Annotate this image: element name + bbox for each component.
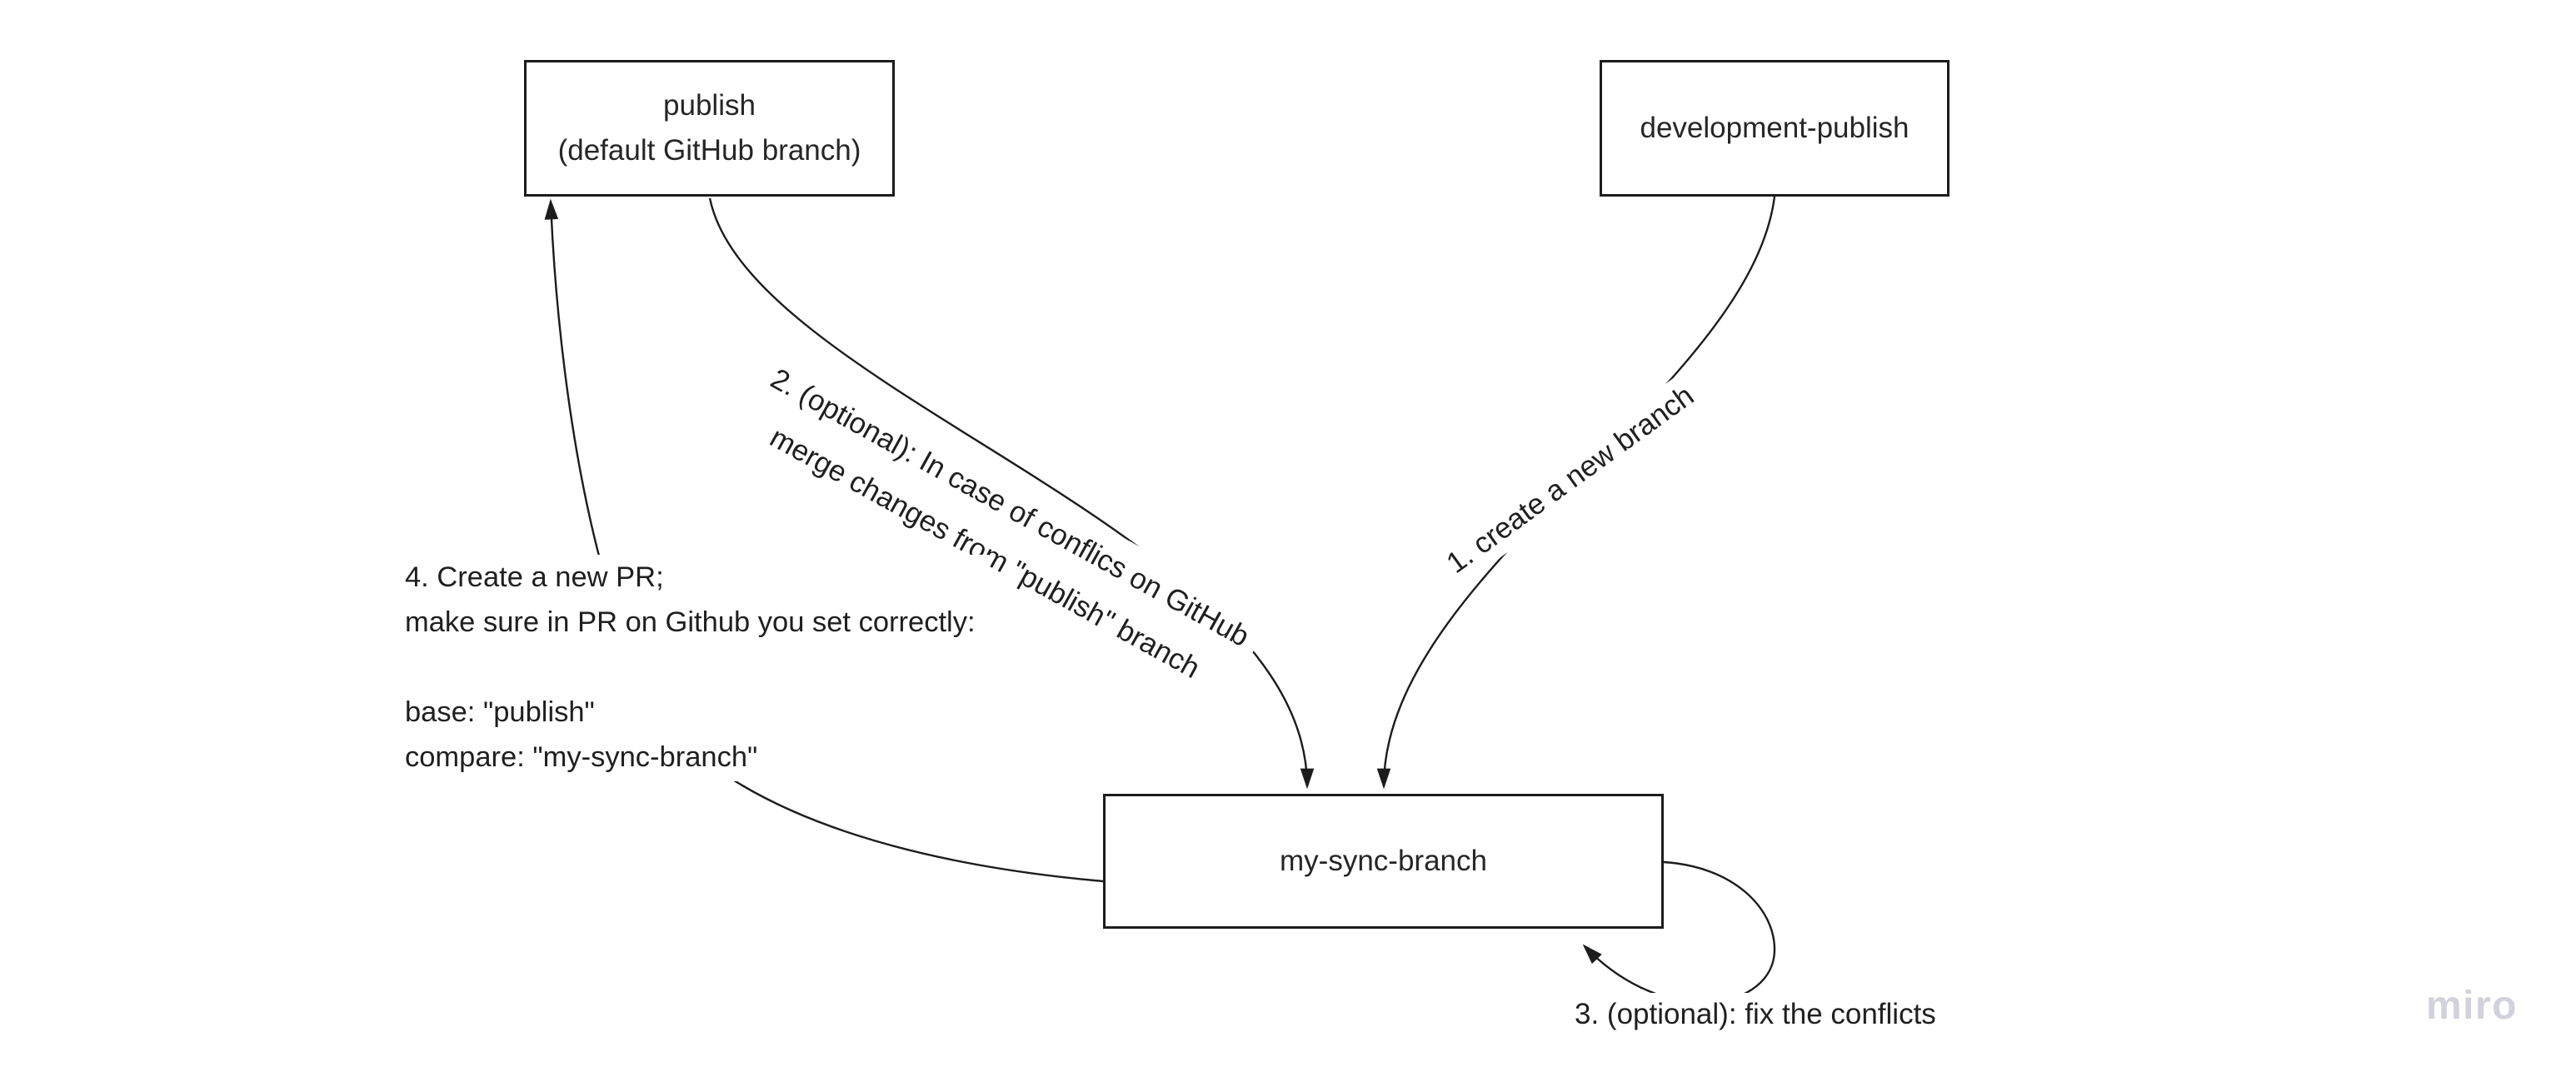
step4-line1: 4. Create a new PR;: [405, 561, 664, 593]
edge-label-step3-fix-conflicts[interactable]: 3. (optional): fix the conflicts: [1566, 993, 1944, 1036]
node-my-sync-branch-label: my-sync-branch: [1280, 845, 1487, 877]
step4-blank-line: [405, 645, 976, 690]
text-block-step4-create-pr[interactable]: 4. Create a new PR; make sure in PR on G…: [405, 555, 989, 781]
miro-logo-watermark[interactable]: miro: [2425, 984, 2518, 1028]
step4-line3: base: "publish": [405, 696, 595, 728]
node-development-publish-branch[interactable]: development-publish: [1600, 60, 1949, 197]
step4-line2: make sure in PR on Github you set correc…: [405, 606, 976, 638]
node-publish-branch[interactable]: publish (default GitHub branch): [524, 60, 895, 197]
node-publish-label-line1: publish: [663, 89, 756, 122]
node-publish-label-line2: (default GitHub branch): [557, 134, 861, 167]
step4-line4: compare: "my-sync-branch": [405, 741, 758, 773]
node-my-sync-branch[interactable]: my-sync-branch: [1103, 794, 1664, 929]
node-development-publish-label: development-publish: [1640, 112, 1910, 144]
edge-merge-changes[interactable]: [708, 197, 1315, 790]
